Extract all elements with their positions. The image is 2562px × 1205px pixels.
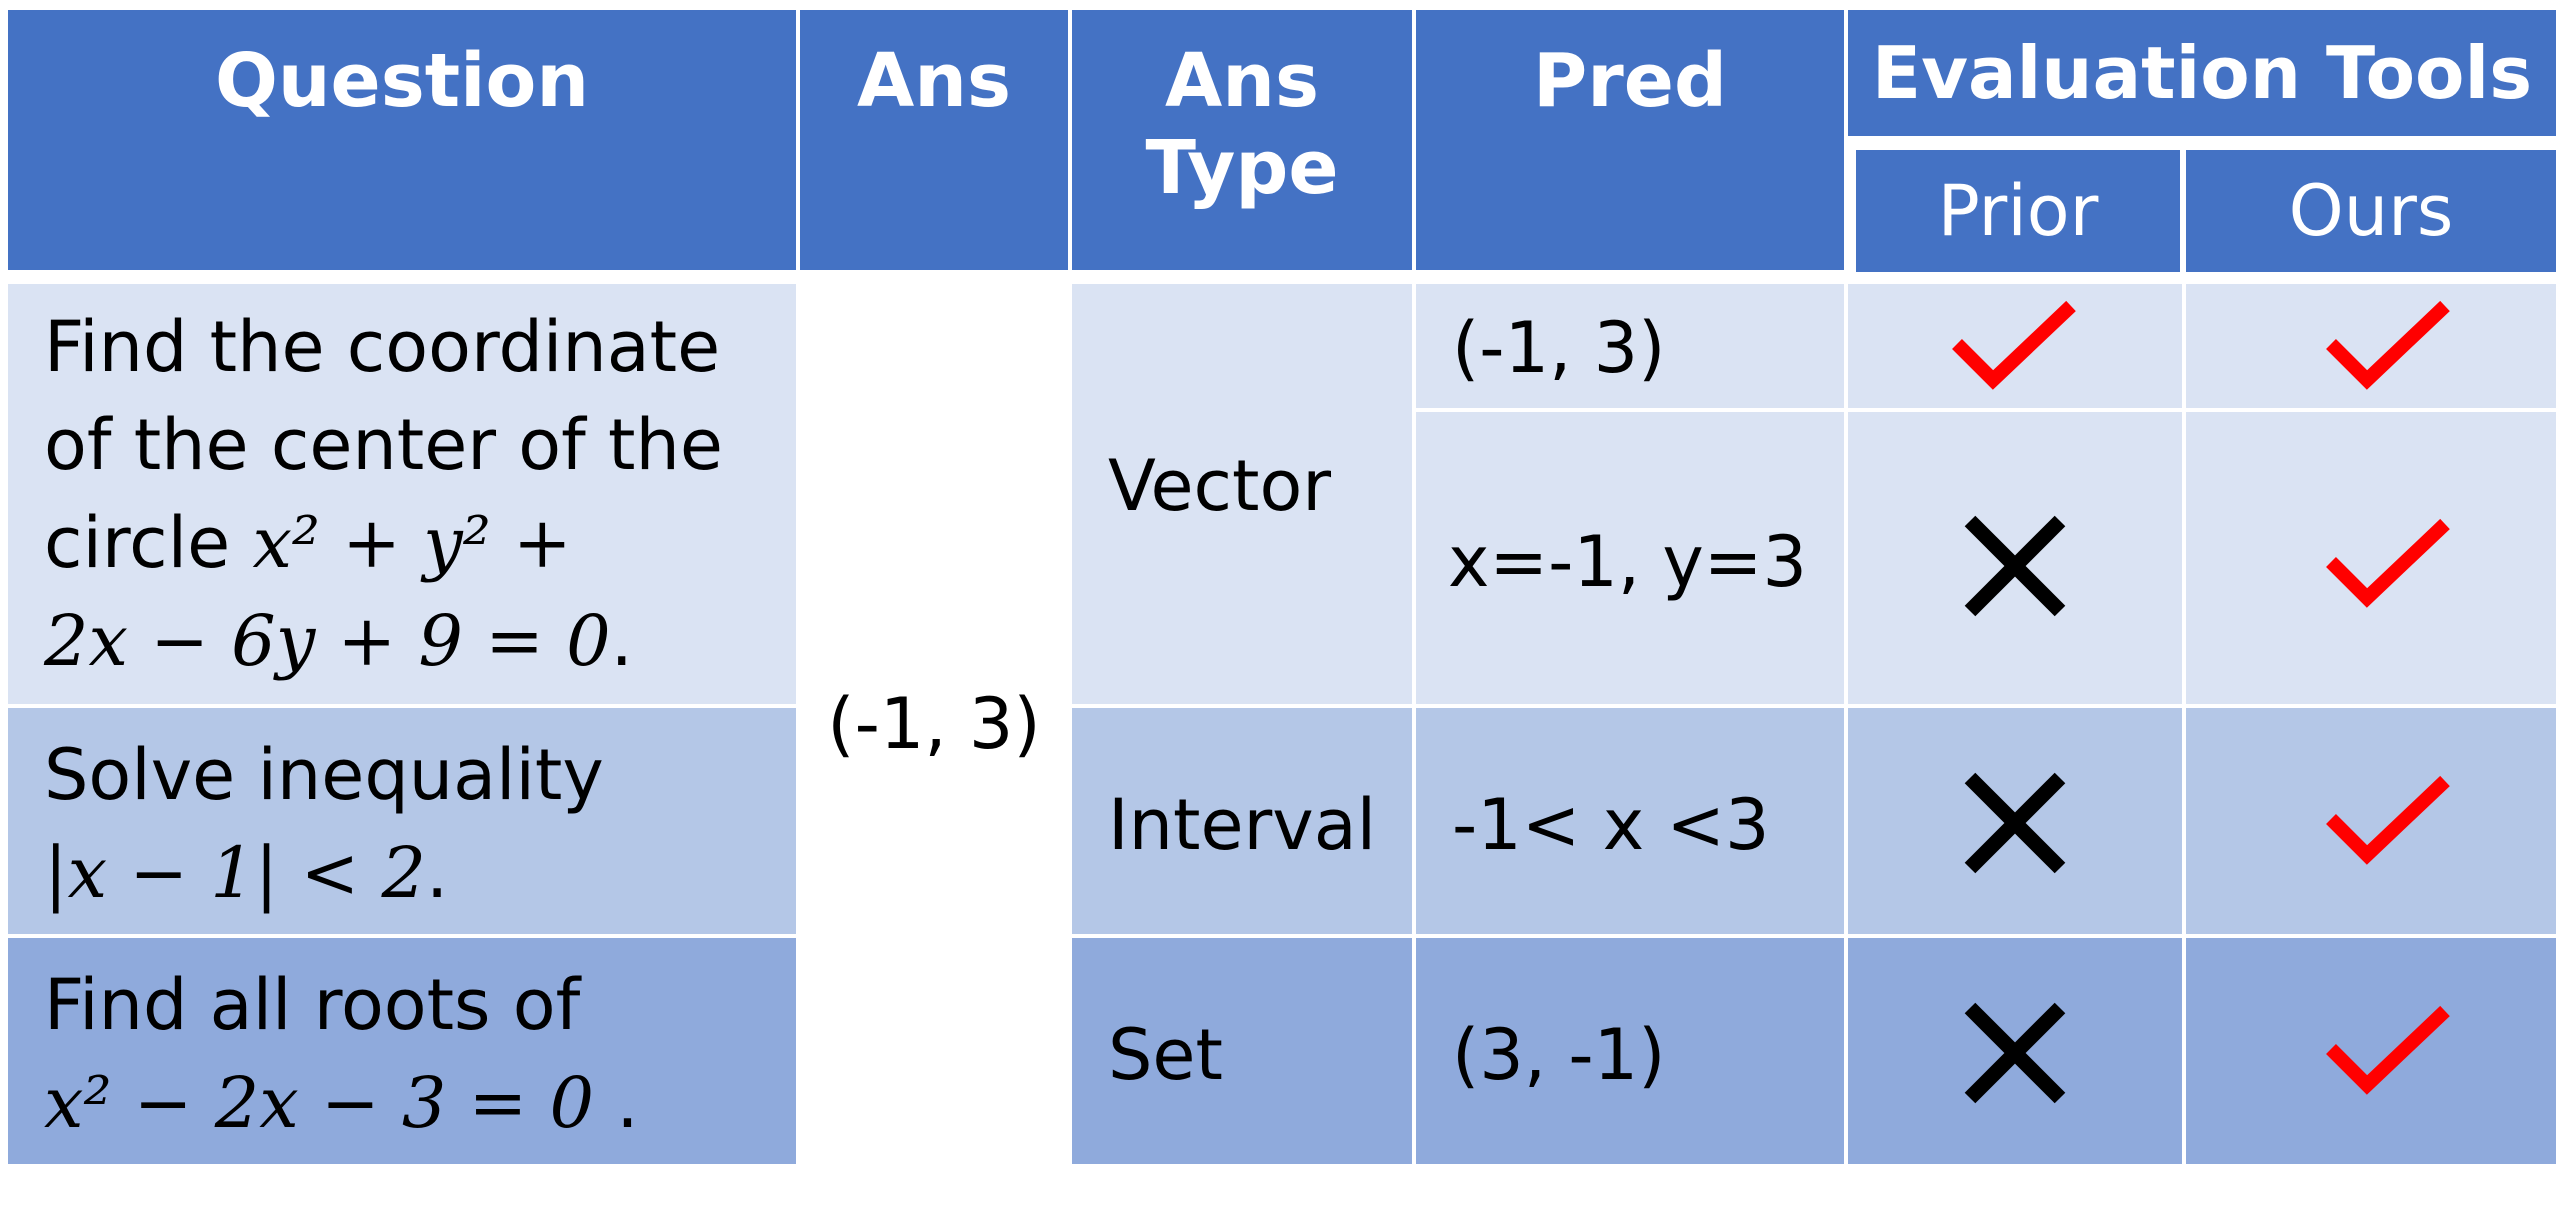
question-2-end: . bbox=[426, 832, 449, 914]
question-1-line-1: Find the coordinate bbox=[44, 306, 721, 388]
pred-cell-2: x=-1, y=3 bbox=[1416, 412, 1844, 704]
check-mark-icon bbox=[2326, 518, 2450, 608]
question-1-text: circle bbox=[44, 502, 231, 584]
question-2-line-2: |x − 1| < 2. bbox=[44, 824, 604, 922]
cross-mark-icon bbox=[1964, 1002, 2066, 1104]
question-2-math: |x − 1| < 2 bbox=[44, 832, 427, 914]
header-prior: Prior bbox=[1856, 150, 2180, 272]
header-ans: Ans bbox=[800, 10, 1068, 270]
question-cell-2: Solve inequality |x − 1| < 2. bbox=[8, 708, 796, 934]
question-3-line-1: Find all roots of bbox=[44, 964, 581, 1046]
prior-cell-3 bbox=[1848, 708, 2182, 934]
cross-mark-icon bbox=[1964, 515, 2066, 617]
question-1-math-a: x² + y² + bbox=[252, 502, 572, 584]
ans-type-vector: Vector bbox=[1072, 284, 1412, 704]
question-3-math: x² − 2x − 3 = 0 bbox=[44, 1062, 595, 1144]
question-1-line-4: 2x − 6y + 9 = 0. bbox=[44, 592, 723, 690]
pred-cell-4: (3, -1) bbox=[1416, 938, 1844, 1164]
question-1-end: . bbox=[610, 600, 633, 682]
prior-cell-2 bbox=[1848, 412, 2182, 704]
prior-cell-1 bbox=[1848, 284, 2182, 408]
question-3-end: . bbox=[594, 1062, 639, 1144]
header-pred: Pred bbox=[1416, 10, 1844, 270]
question-cell-3: Find all roots of x² − 2x − 3 = 0 . bbox=[8, 938, 796, 1164]
ans-type-interval: Interval bbox=[1072, 708, 1412, 934]
header-ours: Ours bbox=[2186, 150, 2556, 272]
question-1-line-3: circle x² + y² + bbox=[44, 494, 723, 592]
pred-cell-1: (-1, 3) bbox=[1416, 284, 1844, 408]
question-3-line-2: x² − 2x − 3 = 0 . bbox=[44, 1054, 639, 1152]
header-ans-type: Ans Type bbox=[1072, 10, 1412, 270]
question-cell-1: Find the coordinate of the center of the… bbox=[8, 284, 796, 704]
ours-cell-2 bbox=[2186, 412, 2556, 704]
ours-cell-3 bbox=[2186, 708, 2556, 934]
question-1-math-b: 2x − 6y + 9 = 0 bbox=[44, 600, 611, 682]
cross-mark-icon bbox=[1964, 772, 2066, 874]
check-mark-icon bbox=[1952, 300, 2076, 390]
question-1-line-2: of the center of the bbox=[44, 404, 723, 486]
check-mark-icon bbox=[2326, 1005, 2450, 1095]
pred-cell-3: -1< x <3 bbox=[1416, 708, 1844, 934]
check-mark-icon bbox=[2326, 300, 2450, 390]
ours-cell-4 bbox=[2186, 938, 2556, 1164]
answer-cell: (-1, 3) bbox=[800, 284, 1068, 1164]
header-evaluation-tools: Evaluation Tools bbox=[1848, 10, 2556, 136]
ans-type-set: Set bbox=[1072, 938, 1412, 1164]
ours-cell-1 bbox=[2186, 284, 2556, 408]
question-2-line-1: Solve inequality bbox=[44, 734, 604, 816]
prior-cell-4 bbox=[1848, 938, 2182, 1164]
check-mark-icon bbox=[2326, 775, 2450, 865]
header-question: Question bbox=[8, 10, 796, 270]
